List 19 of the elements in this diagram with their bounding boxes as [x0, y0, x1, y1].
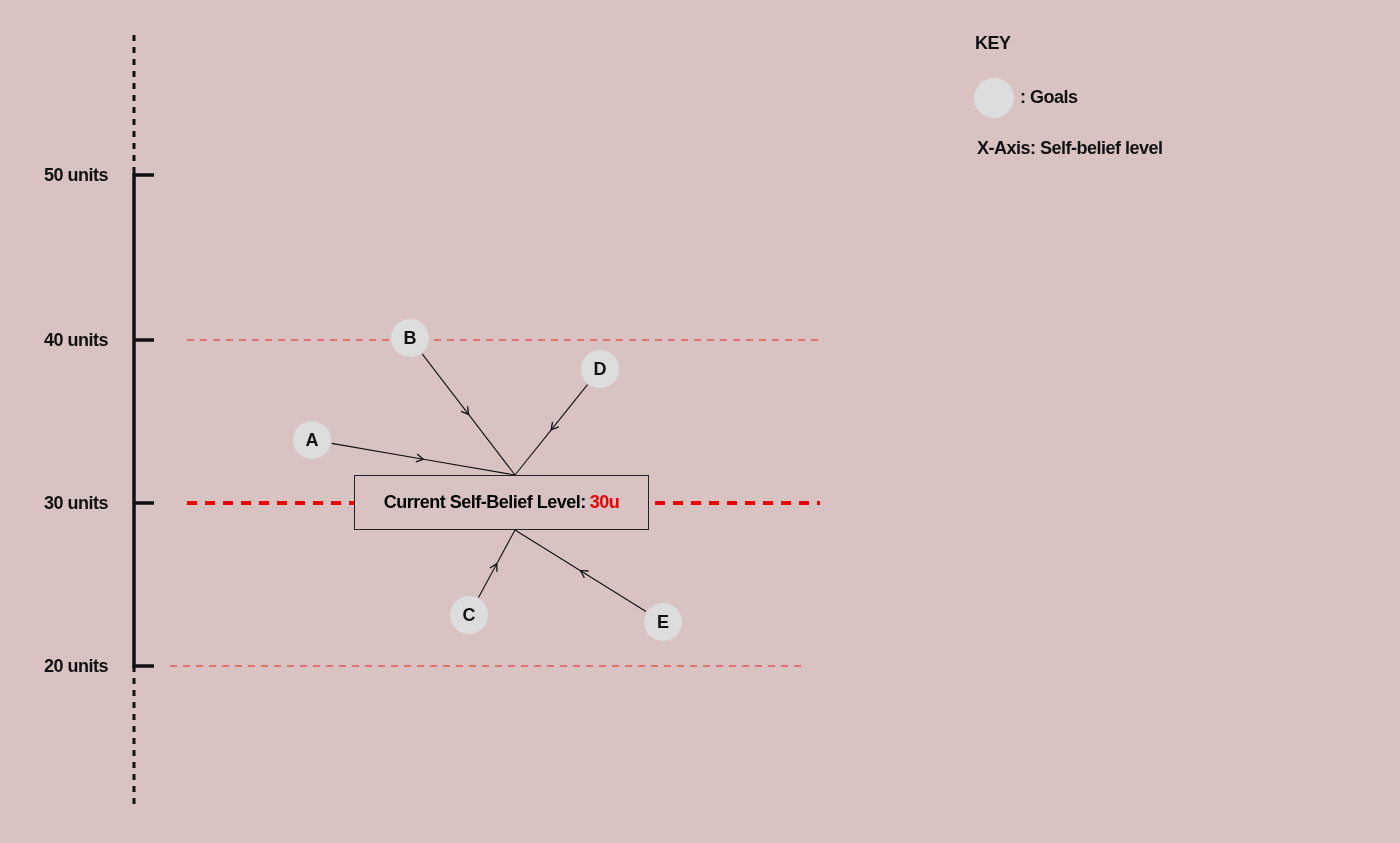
arrow: [514, 529, 647, 612]
level-value: 30u: [589, 492, 620, 513]
axis-label: 50 units: [44, 165, 109, 186]
arrow: [421, 353, 516, 476]
level-text: Current Self-Belief Level:: [383, 492, 586, 513]
arrow: [477, 529, 516, 598]
key-text: KEY: [975, 33, 1011, 54]
axis-label: 30 units: [44, 493, 109, 514]
level-box: [354, 475, 649, 530]
key-text: X-Axis: Self-belief level: [977, 138, 1163, 159]
arrow: [514, 384, 589, 476]
goal-circle: A: [293, 421, 331, 459]
goal-circle: C: [450, 596, 488, 634]
axis-label: 20 units: [44, 656, 109, 677]
goal-circle: B: [391, 319, 429, 357]
goal-circle: E: [644, 603, 682, 641]
axis-label: 40 units: [44, 330, 109, 351]
goal-circle: D: [581, 350, 619, 388]
legend-label: : Goals: [1020, 87, 1078, 108]
